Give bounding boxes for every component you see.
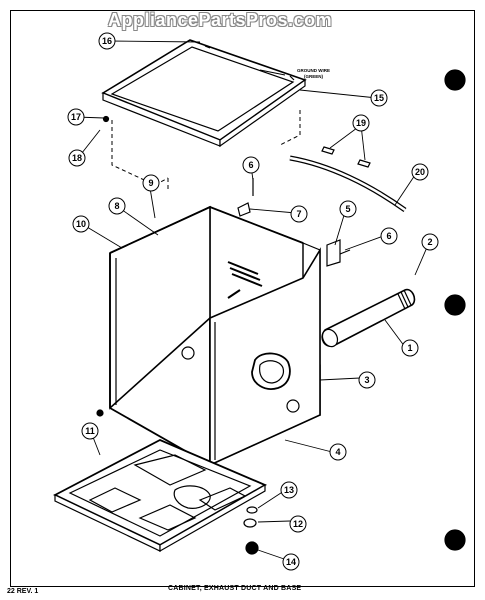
- callout-11: 11: [85, 426, 95, 436]
- leader-lines: [75, 40, 429, 561]
- callout-numbers: 1 2 3 4 5 6 6 7 8 9 10 11 12 13 14 15 16…: [71, 36, 433, 567]
- grounding-wire-label: GROUND WIRE (GREEN): [297, 68, 330, 79]
- callout-19: 19: [356, 118, 366, 128]
- part-foot-14: [245, 541, 259, 555]
- callout-2: 2: [427, 237, 432, 247]
- callout-12: 12: [293, 519, 303, 529]
- grounding-wire-line1: GROUND WIRE: [297, 68, 330, 73]
- callout-3: 3: [364, 375, 369, 385]
- binder-hole-bottom: [444, 529, 466, 551]
- cabinet-base: [52, 439, 268, 553]
- cabinet-top-lid: [101, 39, 307, 148]
- callout-4: 4: [335, 447, 340, 457]
- control-panel-strip: [289, 146, 407, 213]
- callout-circles: [67, 32, 439, 571]
- diagram-title: CABINET, EXHAUST DUCT AND BASE: [168, 585, 302, 592]
- part-clip-7: [237, 202, 251, 217]
- part-screw-13: [246, 506, 258, 514]
- binder-hole-middle: [444, 294, 466, 316]
- callout-15: 15: [374, 93, 384, 103]
- exhaust-duct: [321, 288, 416, 348]
- callout-10: 10: [76, 219, 86, 229]
- watermark: AppliancePartsPros.com: [108, 10, 333, 30]
- revision-label: 22 REV. 1: [7, 588, 39, 595]
- diagram-frame: [10, 10, 475, 587]
- callout-7: 7: [296, 209, 301, 219]
- callout-20: 20: [415, 167, 425, 177]
- part-washer-12: [243, 518, 257, 528]
- callout-14: 14: [286, 557, 296, 567]
- callout-13: 13: [284, 485, 294, 495]
- callout-9: 9: [148, 178, 153, 188]
- part-bracket-5: [326, 239, 341, 267]
- callout-17: 17: [71, 112, 81, 122]
- part-screw-6b: [339, 249, 351, 255]
- callout-1: 1: [407, 343, 412, 353]
- callout-5: 5: [345, 204, 350, 214]
- callout-8: 8: [114, 201, 119, 211]
- binder-hole-top: [444, 69, 466, 91]
- callout-6b: 6: [386, 231, 391, 241]
- grounding-wire-line2: (GREEN): [304, 74, 324, 79]
- callout-18: 18: [72, 153, 82, 163]
- cabinet-body: [109, 205, 321, 467]
- callout-16: 16: [102, 36, 112, 46]
- callout-6: 6: [248, 160, 253, 170]
- lid-alignment-lines: [111, 110, 301, 190]
